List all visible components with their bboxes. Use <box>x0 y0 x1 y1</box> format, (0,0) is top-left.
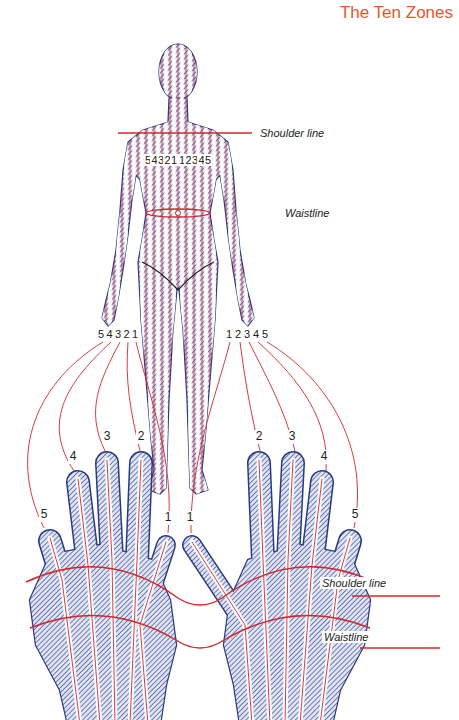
navel-dot <box>176 211 181 216</box>
zone-number: 1 <box>131 328 139 340</box>
zone-number: 1 <box>225 328 233 340</box>
zone-number: 2 <box>122 328 130 340</box>
brief-line <box>142 262 214 290</box>
finger-number: 2 <box>136 430 147 443</box>
line-label: Waistline <box>283 207 331 219</box>
zone-number: 1 <box>170 154 178 166</box>
body-figure <box>102 40 254 500</box>
finger-number: 3 <box>102 430 113 443</box>
zone-stripes <box>102 40 254 500</box>
zone-number: 4 <box>252 328 260 340</box>
waist-line <box>146 209 210 217</box>
hand-reference-lines <box>26 567 440 648</box>
finger-number: 3 <box>287 430 298 443</box>
finger-number: 4 <box>68 450 79 463</box>
zone-number: 5 <box>204 154 212 166</box>
finger-number: 5 <box>350 508 361 521</box>
zone-number: 3 <box>114 328 122 340</box>
zone-number: 4 <box>105 328 113 340</box>
hand-zone-stripes <box>50 460 350 720</box>
zone-number: 2 <box>234 328 242 340</box>
finger-number: 2 <box>254 430 265 443</box>
finger-number: 1 <box>185 511 196 524</box>
line-label: Waistline <box>322 631 370 643</box>
finger-number: 5 <box>39 508 50 521</box>
finger-number: 4 <box>319 450 330 463</box>
shoulder-line <box>118 132 252 133</box>
zone-lines <box>106 40 250 500</box>
line-label: Shoulder line <box>320 577 388 589</box>
finger-number: 1 <box>163 511 174 524</box>
line-label: Shoulder line <box>258 127 326 139</box>
diagram-title: The Ten Zones <box>340 4 453 23</box>
zone-number: 3 <box>243 328 251 340</box>
body-outline <box>102 98 254 494</box>
zone-number: 5 <box>261 328 269 340</box>
zone-number: 5 <box>97 328 105 340</box>
